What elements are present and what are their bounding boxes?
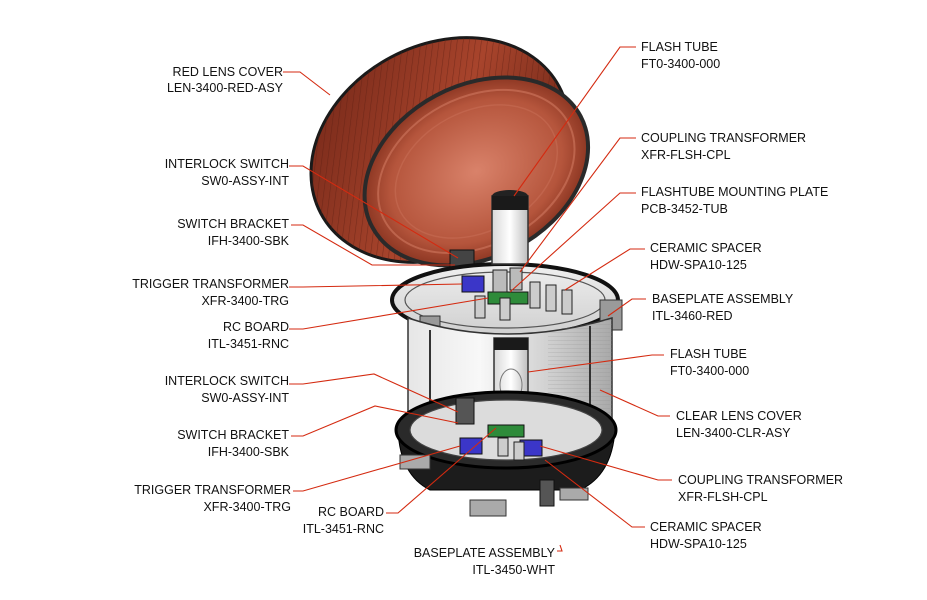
callout-name: CERAMIC SPACER [650,520,762,534]
leader-interlock-switch-top [289,165,459,259]
callout-interlock-switch-top: INTERLOCK SWITCH SW0-ASSY-INT [165,157,290,188]
callout-part-number: LEN-3400-CLR-ASY [676,426,791,440]
callout-part-number: ITL-3450-WHT [472,563,555,577]
callout-coupling-transformer-bottom: COUPLING TRANSFORMER XFR-FLSH-CPL [678,473,843,504]
leader-flashtube-mounting-plate [509,192,636,293]
leader-rc-board-bottom [386,427,497,514]
callout-part-number: XFR-FLSH-CPL [678,490,768,504]
leader-interlock-switch-bottom [289,373,459,413]
callout-flashtube-mounting-plate: FLASHTUBE MOUNTING PLATE PCB-3452-TUB [641,185,828,216]
callout-trigger-transformer-top: TRIGGER TRANSFORMER XFR-3400-TRG [132,277,289,308]
callout-interlock-switch-bottom: INTERLOCK SWITCH SW0-ASSY-INT [165,374,290,405]
callout-flash-tube-top: FLASH TUBE FT0-3400-000 [641,40,720,71]
leader-flash-tube-bottom [527,354,664,373]
callout-part-number: XFR-3400-TRG [203,500,291,514]
leader-trigger-transformer-bottom [293,445,461,492]
callout-part-number: HDW-SPA10-125 [650,258,747,272]
callout-part-number: XFR-3400-TRG [201,294,289,308]
leader-ceramic-spacer-top [564,248,645,291]
callout-part-number: FT0-3400-000 [670,364,749,378]
callout-red-lens-cover: RED LENS COVER LEN-3400-RED-ASY [167,65,284,95]
callout-name: TRIGGER TRANSFORMER [132,277,289,291]
callout-ceramic-spacer-top: CERAMIC SPACER HDW-SPA10-125 [650,241,762,272]
callout-part-number: ITL-3451-RNC [208,337,289,351]
leader-baseplate-assembly-bottom [557,544,563,552]
callout-baseplate-assembly-top: BASEPLATE ASSEMBLY ITL-3460-RED [652,292,794,323]
leader-lines [283,46,672,552]
callout-rc-board-bottom: RC BOARD ITL-3451-RNC [303,505,384,536]
callout-name: SWITCH BRACKET [177,428,289,442]
callout-part-number: HDW-SPA10-125 [650,537,747,551]
upper-flash-tube-drawing [491,190,529,265]
callout-part-number: SW0-ASSY-INT [201,391,289,405]
callout-part-number: XFR-FLSH-CPL [641,148,731,162]
callout-coupling-transformer-top: COUPLING TRANSFORMER XFR-FLSH-CPL [641,131,806,162]
callout-name: COUPLING TRANSFORMER [678,473,843,487]
callout-part-number: ITL-3460-RED [652,309,733,323]
callout-name: COUPLING TRANSFORMER [641,131,806,145]
callout-part-number: FT0-3400-000 [641,57,720,71]
callout-part-number: ITL-3451-RNC [303,522,384,536]
callout-name: INTERLOCK SWITCH [165,374,289,388]
leader-trigger-transformer-top [289,283,463,288]
callout-name: CERAMIC SPACER [650,241,762,255]
callout-name: SWITCH BRACKET [177,217,289,231]
callout-name: RED LENS COVER [173,65,283,79]
callout-name: FLASH TUBE [670,347,747,361]
callout-ceramic-spacer-bottom: CERAMIC SPACER HDW-SPA10-125 [650,520,762,551]
callout-part-number: IFH-3400-SBK [208,234,290,248]
callout-part-number: SW0-ASSY-INT [201,174,289,188]
leader-switch-bracket-top [291,224,455,266]
leader-flash-tube-top [513,46,636,197]
leader-switch-bracket-bottom [291,405,459,437]
callout-name: FLASH TUBE [641,40,718,54]
leader-baseplate-assembly-top [607,298,646,317]
callout-flash-tube-bottom: FLASH TUBE FT0-3400-000 [670,347,749,378]
callout-part-number: LEN-3400-RED-ASY [167,81,284,95]
callout-clear-lens-cover: CLEAR LENS COVER LEN-3400-CLR-ASY [676,409,802,440]
callout-name: RC BOARD [223,320,289,334]
lower-baseplate-drawing [394,390,618,517]
callout-name: BASEPLATE ASSEMBLY [414,546,556,560]
callout-name: TRIGGER TRANSFORMER [134,483,291,497]
callout-name: INTERLOCK SWITCH [165,157,289,171]
leader-coupling-transformer-top [519,137,636,273]
callout-name: BASEPLATE ASSEMBLY [652,292,794,306]
callout-switch-bracket-top: SWITCH BRACKET IFH-3400-SBK [177,217,289,248]
callout-name: CLEAR LENS COVER [676,409,802,423]
leader-rc-board-top [289,297,489,330]
leader-ceramic-spacer-bottom [544,459,645,528]
callout-baseplate-assembly-bottom: BASEPLATE ASSEMBLY ITL-3450-WHT [414,546,556,577]
callout-part-number: IFH-3400-SBK [208,445,290,459]
leader-coupling-transformer-bottom [539,445,672,481]
callout-trigger-transformer-bottom: TRIGGER TRANSFORMER XFR-3400-TRG [134,483,291,514]
callout-name: RC BOARD [318,505,384,519]
callout-part-number: PCB-3452-TUB [641,202,728,216]
leader-red-lens-cover [283,71,331,96]
leader-clear-lens-cover [599,389,670,417]
callout-rc-board-top: RC BOARD ITL-3451-RNC [208,320,289,351]
callout-switch-bracket-bottom: SWITCH BRACKET IFH-3400-SBK [177,428,289,459]
callout-name: FLASHTUBE MOUNTING PLATE [641,185,828,199]
